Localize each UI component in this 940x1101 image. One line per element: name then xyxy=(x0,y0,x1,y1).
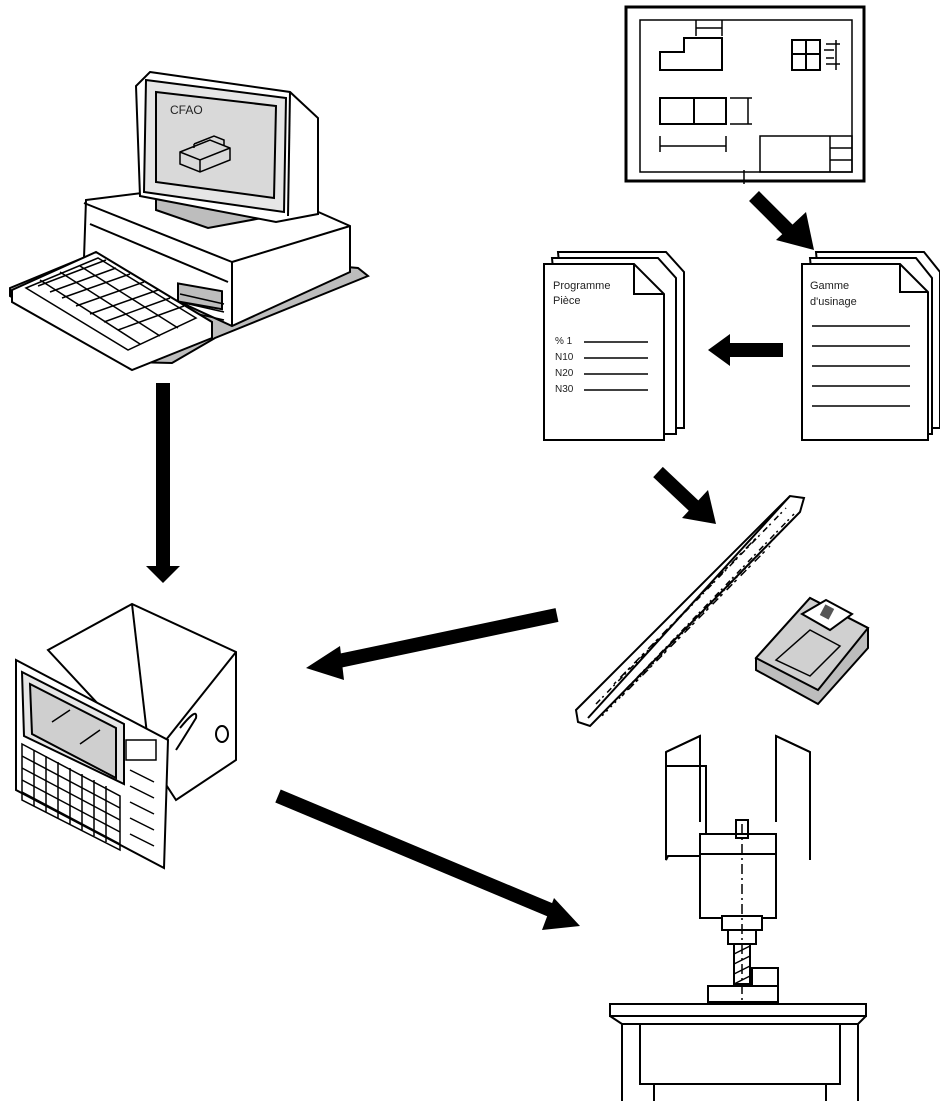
punched-tape xyxy=(576,496,804,726)
technical-drawing xyxy=(626,7,864,184)
program-line-2: N10 xyxy=(555,352,574,363)
gamme-usinage-document: Gamme d'usinage xyxy=(802,252,940,440)
arrow-controller-to-machine xyxy=(278,796,580,930)
arrow-tape-to-controller xyxy=(306,615,557,680)
program-line-4: N30 xyxy=(555,384,574,395)
cfao-screen-label: CFAO xyxy=(170,103,203,117)
arrow-gamme-to-program xyxy=(708,334,783,366)
program-title-line2: Pièce xyxy=(553,295,581,307)
gamme-title-line1: Gamme xyxy=(810,280,849,292)
cnc-controller xyxy=(16,604,236,868)
program-title-line1: Programme xyxy=(553,280,610,292)
program-line-1: % 1 xyxy=(555,336,573,347)
arrow-computer-to-controller xyxy=(146,383,180,583)
gamme-title-line2: d'usinage xyxy=(810,296,857,308)
floppy-disk xyxy=(756,598,868,704)
program-line-3: N20 xyxy=(555,368,574,379)
cad-cam-computer: CFAO xyxy=(10,72,368,370)
arrow-drawing-to-gamme xyxy=(754,196,814,250)
cnc-milling-machine xyxy=(610,736,866,1101)
part-program-document: Programme Pièce % 1 N10 N20 N30 xyxy=(544,252,684,440)
arrow-program-to-tape xyxy=(658,472,716,524)
